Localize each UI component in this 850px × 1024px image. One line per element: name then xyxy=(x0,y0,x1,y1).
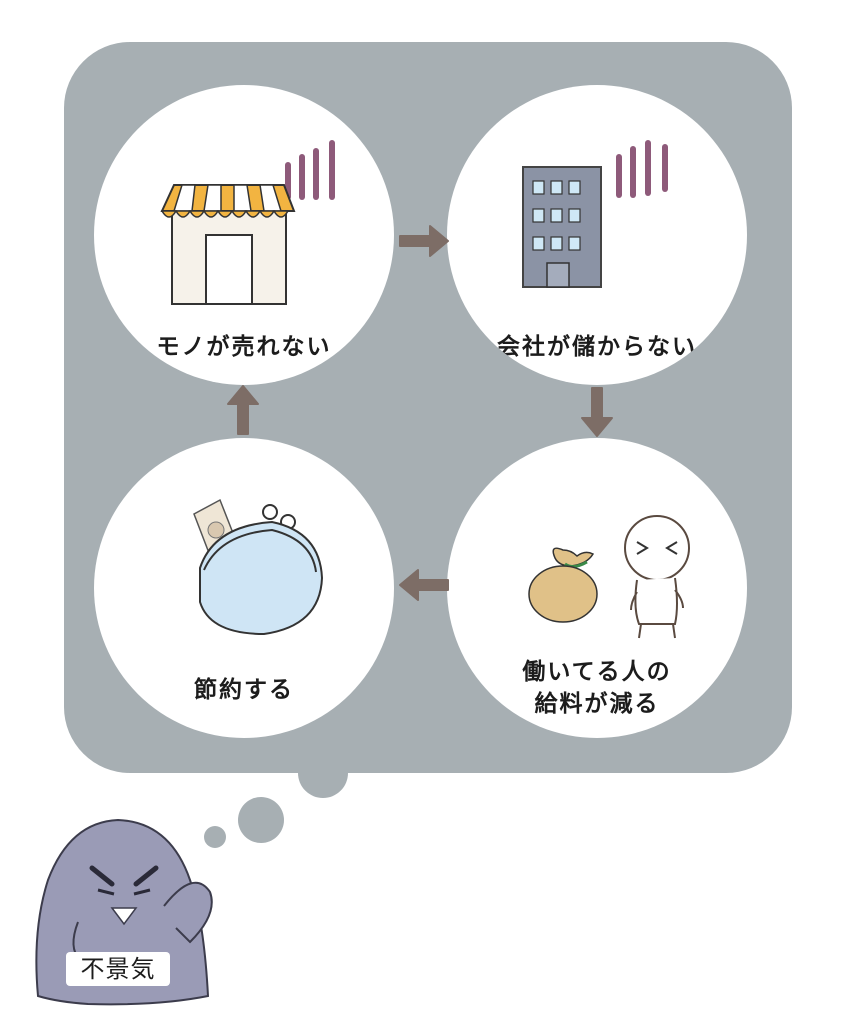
coin-purse-icon xyxy=(193,498,324,636)
recession-label: 不景気 xyxy=(66,952,170,986)
office-building-icon xyxy=(522,140,668,288)
cycle-node-company-unprofitable: 会社が儲からない xyxy=(447,85,747,385)
cycle-node-saving-money: 節約する xyxy=(94,438,394,738)
thought-puff-large xyxy=(298,730,348,798)
cycle-label-goods-unsold: モノが売れない xyxy=(156,334,332,360)
shop-icon xyxy=(160,140,335,305)
arrow-down-icon xyxy=(581,387,613,437)
thought-puff-medium xyxy=(238,797,284,843)
cycle-label-company-unprofitable: 会社が儲からない xyxy=(497,334,697,360)
cycle-node-wages-decrease: 働いてる人の 給料が減る xyxy=(447,438,747,738)
cycle-node-goods-unsold: モノが売れない xyxy=(94,85,394,385)
arrow-left-icon xyxy=(399,569,449,601)
arrow-right-icon xyxy=(399,225,449,257)
cycle-label-saving-money: 節約する xyxy=(194,677,294,703)
thought-puff-small xyxy=(204,826,226,848)
worried-person-with-money-bag-icon xyxy=(528,515,690,639)
cycle-label-wages-line1: 働いてる人の xyxy=(522,659,672,685)
arrow-up-icon xyxy=(227,385,259,435)
cycle-label-wages-line2: 給料が減る xyxy=(534,691,660,717)
